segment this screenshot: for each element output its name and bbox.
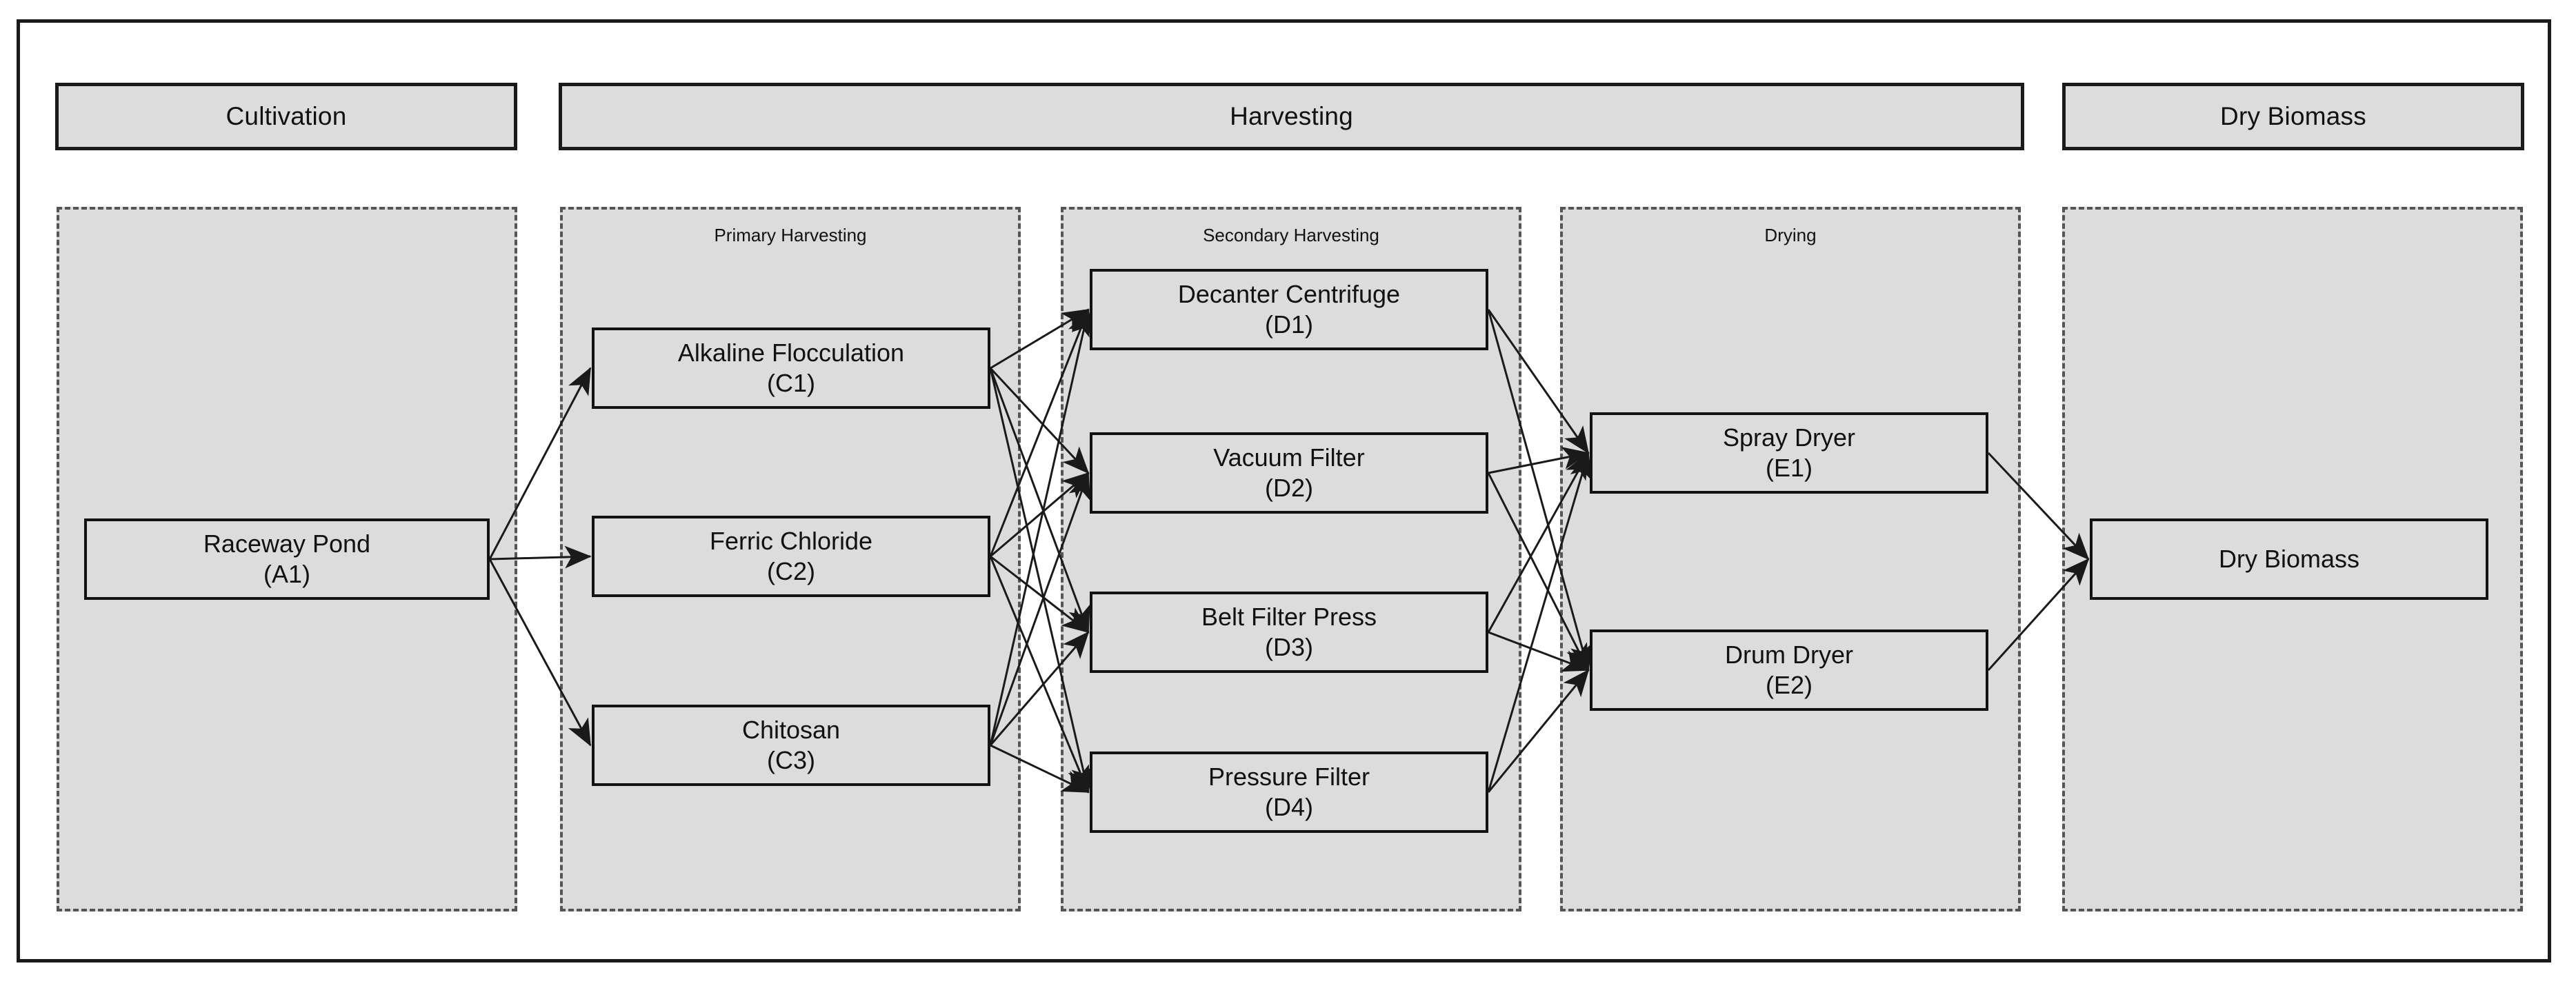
node-raceway-pond-name: Raceway Pond	[203, 530, 371, 558]
node-belt-filter-press[interactable]: Belt Filter Press (D3)	[1090, 592, 1488, 673]
node-ferric-chloride[interactable]: Ferric Chloride (C2)	[592, 516, 990, 597]
node-spray-dryer-name: Spray Dryer	[1722, 423, 1856, 452]
phase-drying: Drying	[1560, 207, 2021, 911]
node-alkaline-flocculation[interactable]: Alkaline Flocculation (C1)	[592, 327, 990, 409]
phase-primary-harvesting-label: Primary Harvesting	[714, 225, 867, 245]
node-drum-dryer-name: Drum Dryer	[1725, 641, 1853, 669]
node-vacuum-filter[interactable]: Vacuum Filter (D2)	[1090, 432, 1488, 514]
stage-header-cultivation-label: Cultivation	[226, 102, 347, 130]
node-pressure-filter-name: Pressure Filter	[1208, 763, 1370, 792]
stage-header-dry-biomass: Dry Biomass	[2062, 83, 2524, 150]
node-dry-biomass[interactable]: Dry Biomass	[2090, 518, 2488, 600]
node-vacuum-filter-code: (D2)	[1265, 474, 1313, 502]
node-spray-dryer-code: (E1)	[1765, 454, 1813, 482]
stage-header-harvesting: Harvesting	[559, 83, 2024, 150]
stage-header-cultivation: Cultivation	[55, 83, 517, 150]
stage-header-dry-biomass-label: Dry Biomass	[2220, 102, 2366, 130]
phase-secondary-harvesting-label: Secondary Harvesting	[1203, 225, 1379, 245]
node-decanter-centrifuge-name: Decanter Centrifuge	[1177, 280, 1401, 309]
node-ferric-chloride-name: Ferric Chloride	[709, 527, 873, 556]
node-decanter-centrifuge[interactable]: Decanter Centrifuge (D1)	[1090, 269, 1488, 350]
node-chitosan-name: Chitosan	[741, 716, 841, 745]
node-dry-biomass-name: Dry Biomass	[2218, 545, 2360, 574]
node-raceway-pond-code: (A1)	[263, 560, 310, 588]
node-alkaline-flocculation-name: Alkaline Flocculation	[677, 339, 905, 367]
stage-header-harvesting-label: Harvesting	[1230, 102, 1353, 130]
node-belt-filter-press-code: (D3)	[1265, 633, 1313, 661]
node-decanter-centrifuge-code: (D1)	[1265, 310, 1313, 339]
node-raceway-pond[interactable]: Raceway Pond (A1)	[84, 518, 490, 600]
node-alkaline-flocculation-code: (C1)	[767, 369, 815, 397]
node-vacuum-filter-name: Vacuum Filter	[1213, 443, 1365, 472]
node-ferric-chloride-code: (C2)	[767, 557, 815, 585]
phase-drying-label: Drying	[1764, 225, 1817, 245]
node-chitosan-code: (C3)	[767, 746, 815, 774]
node-spray-dryer[interactable]: Spray Dryer (E1)	[1590, 412, 1988, 494]
node-chitosan[interactable]: Chitosan (C3)	[592, 705, 990, 786]
node-drum-dryer-code: (E2)	[1765, 671, 1813, 699]
node-pressure-filter-code: (D4)	[1265, 793, 1313, 821]
node-belt-filter-press-name: Belt Filter Press	[1201, 603, 1377, 632]
node-drum-dryer[interactable]: Drum Dryer (E2)	[1590, 629, 1988, 711]
node-pressure-filter[interactable]: Pressure Filter (D4)	[1090, 752, 1488, 833]
